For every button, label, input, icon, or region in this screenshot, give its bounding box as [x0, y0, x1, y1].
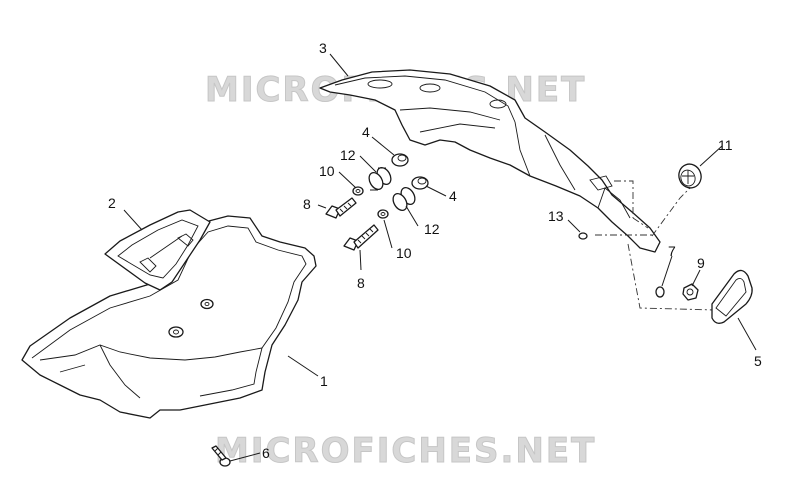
reference-lines	[595, 180, 716, 311]
callout-6: 6	[262, 445, 270, 461]
part-5-reflector[interactable]	[711, 269, 753, 324]
part-7-washer[interactable]	[655, 286, 665, 298]
callout-3: 3	[319, 40, 327, 56]
part-13-washer[interactable]	[578, 232, 588, 240]
part-11-cap[interactable]	[676, 161, 705, 191]
part-4-grommet-lower[interactable]	[411, 176, 429, 190]
part-10-washer-lower[interactable]	[377, 209, 389, 219]
part-6-screw[interactable]	[211, 445, 231, 467]
callout-labels: 3 2 1 6 4 12 10 8 4 12 10 8 11 13 7 9 5	[108, 40, 762, 461]
part-10-washer-upper[interactable]	[352, 186, 364, 196]
callout-4-upper: 4	[362, 124, 370, 140]
callout-8-upper: 8	[303, 196, 311, 212]
callout-1: 1	[320, 373, 328, 389]
callout-5: 5	[754, 353, 762, 369]
callout-13: 13	[548, 208, 564, 224]
callout-9: 9	[697, 255, 705, 271]
part-2-bracket[interactable]	[104, 209, 211, 291]
callout-12-lower: 12	[424, 221, 440, 237]
callout-10-upper: 10	[319, 163, 335, 179]
part-9-nut[interactable]	[682, 283, 699, 301]
part-1-mudguard[interactable]	[21, 215, 317, 419]
callout-4-lower: 4	[449, 188, 457, 204]
part-12-spacer-upper[interactable]	[366, 165, 393, 192]
callout-12-upper: 12	[340, 147, 356, 163]
callout-8-lower: 8	[357, 275, 365, 291]
part-12-spacer-lower[interactable]	[390, 185, 417, 213]
leader-lines	[123, 53, 757, 462]
part-8-bolt-lower[interactable]	[343, 224, 379, 251]
part-4-grommet-upper[interactable]	[391, 153, 409, 167]
part-8-bolt-upper[interactable]	[325, 197, 357, 219]
callout-11: 11	[718, 137, 733, 153]
callout-2: 2	[108, 195, 116, 211]
callout-7: 7	[668, 243, 676, 259]
callout-10-lower: 10	[396, 245, 412, 261]
part-3-tail-fender[interactable]	[319, 69, 661, 253]
watermark-bottom: MICROFICHES.NET	[215, 431, 596, 471]
